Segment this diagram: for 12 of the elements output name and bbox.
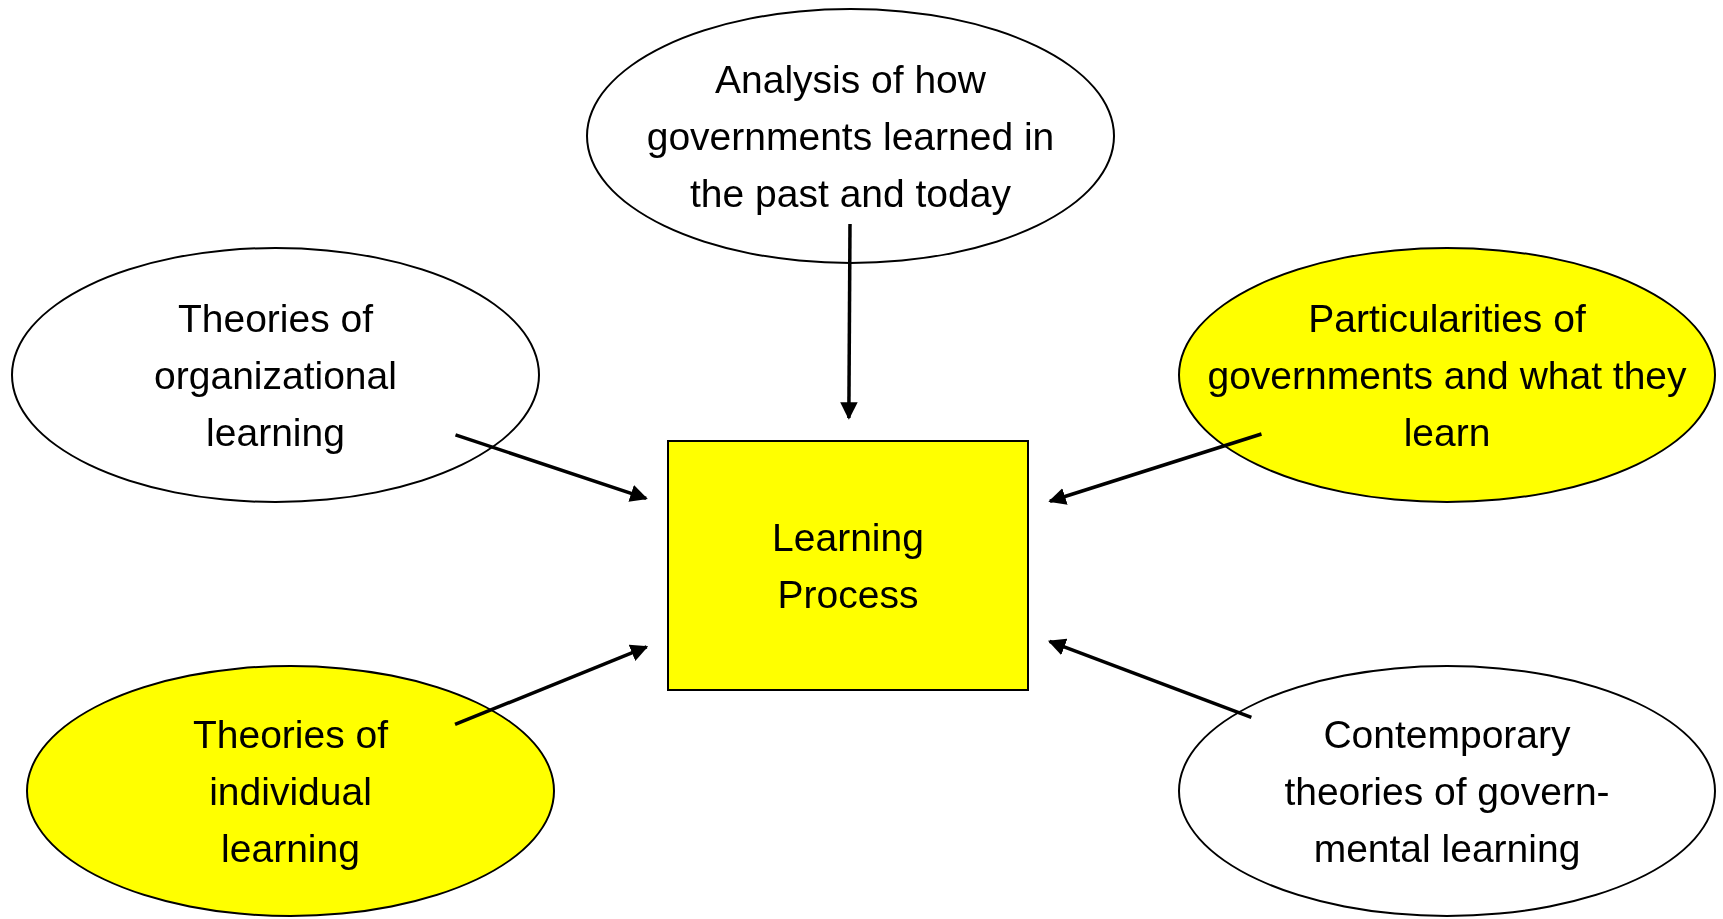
node-label: Learning Process bbox=[771, 514, 925, 618]
arrow bbox=[1047, 638, 1252, 719]
node-label: Analysis of how governments learned in the past and today bbox=[645, 56, 1056, 217]
arrow bbox=[1048, 432, 1262, 505]
node-label: Theories of individual learning bbox=[191, 711, 390, 872]
arrow bbox=[454, 644, 649, 727]
arrow bbox=[840, 224, 858, 420]
node-label: Particularities of governments and what they learn bbox=[1206, 295, 1688, 456]
process-box bbox=[667, 440, 1029, 691]
arrow bbox=[454, 433, 648, 502]
node-label: Contemporary theories of govern- mental learning bbox=[1283, 711, 1611, 872]
node-label: Theories of organizational learning bbox=[153, 295, 398, 456]
